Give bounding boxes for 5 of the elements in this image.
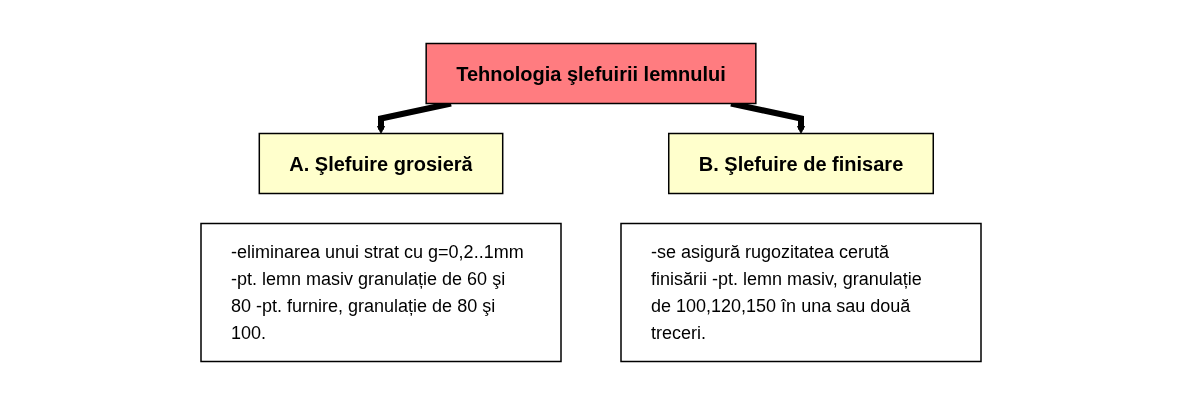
node-box: B. Şlefuire de finisare xyxy=(668,132,934,195)
node-box: -se asigură rugozitatea cerută finisării -pt. lemn masiv, granulație de 100,120,150 în una sau două treceri. xyxy=(620,222,982,363)
node-box: A. Şlefuire grosieră xyxy=(258,132,504,195)
node-box: Tehnologia şlefuirii lemnului xyxy=(425,42,757,105)
node-box: -eliminarea unui strat cu g=0,2..1mm -pt. lemn masiv granulație de 60 şi 80 -pt. furnire, granulație de 80 şi 100. xyxy=(200,222,562,363)
